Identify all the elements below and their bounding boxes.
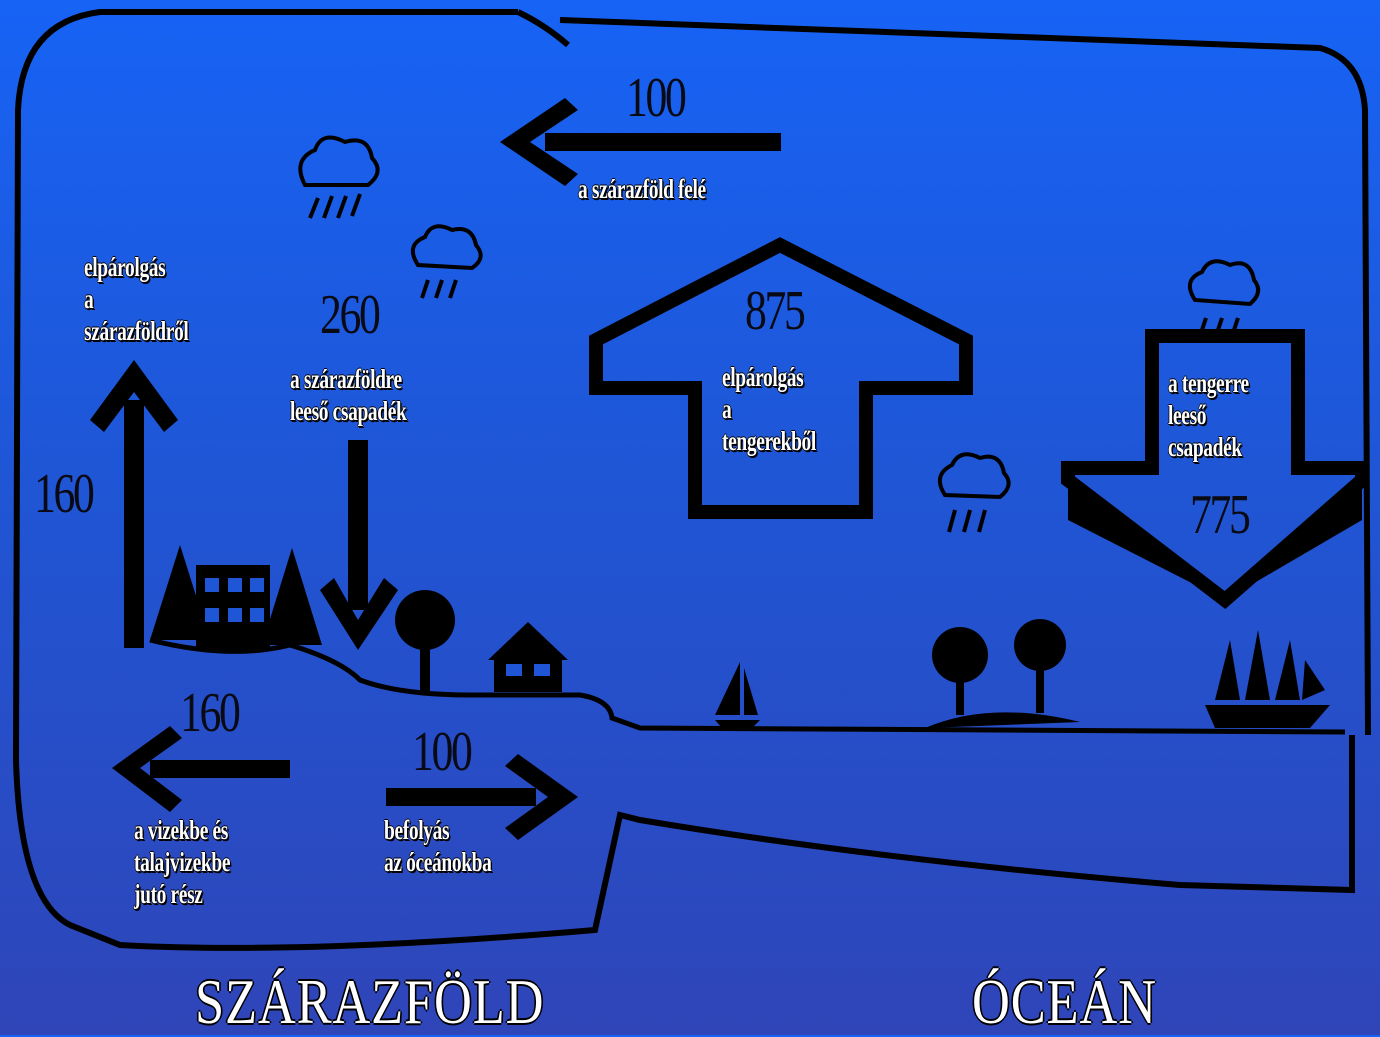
rain-cloud-icon-2 xyxy=(410,224,483,299)
rain-cloud-icon-4 xyxy=(1187,259,1261,337)
land-region-title: SZÁRAZFÖLD xyxy=(195,966,545,1037)
rain-cloud-icon-3 xyxy=(937,452,1011,533)
ground-line xyxy=(149,637,1346,735)
groundwater-label: a vizekbe és talajvizekbe jutó rész xyxy=(134,815,231,909)
advection-label: a szárazföld felé xyxy=(578,174,706,204)
groundwater-value: 160 xyxy=(180,682,241,744)
groundwater-arrow xyxy=(112,726,290,812)
tree-icon xyxy=(395,590,455,695)
ocean-evaporation-value: 875 xyxy=(745,280,806,342)
ship-icon xyxy=(1205,630,1330,728)
runoff-value: 100 xyxy=(412,721,473,783)
sailboat-icon xyxy=(715,662,760,728)
land-precipitation-arrow xyxy=(320,440,398,650)
runoff-label: befolyás az óceánokba xyxy=(384,815,492,877)
land-precipitation-value: 260 xyxy=(320,284,381,346)
land-evaporation-label: elpárolgás a szárazföldről xyxy=(84,252,189,346)
house-icon xyxy=(488,622,568,692)
ocean-precipitation-label: a tengerre leeső csapadék xyxy=(1168,368,1249,462)
advection-value: 100 xyxy=(626,67,687,129)
advection-arrow xyxy=(500,98,781,186)
ocean-evaporation-label: elpárolgás a tengerekből xyxy=(722,362,816,456)
land-evaporation-arrow xyxy=(90,360,178,648)
ocean-evaporation-arrow xyxy=(589,237,973,519)
diagram-boundary xyxy=(12,9,1371,951)
land-precipitation-label: a szárazföldre leeső csapadék xyxy=(290,364,407,426)
island-icon xyxy=(925,619,1080,728)
land-evaporation-value: 160 xyxy=(34,463,95,525)
ocean-region-title: ÓCEÁN xyxy=(972,966,1157,1037)
rain-cloud-icon xyxy=(298,135,380,219)
ocean-precipitation-arrow xyxy=(1061,329,1369,610)
forest-icon xyxy=(150,545,322,650)
runoff-arrow xyxy=(386,754,578,840)
boundary-notch xyxy=(516,9,570,48)
ocean-precipitation-value: 775 xyxy=(1190,484,1251,546)
